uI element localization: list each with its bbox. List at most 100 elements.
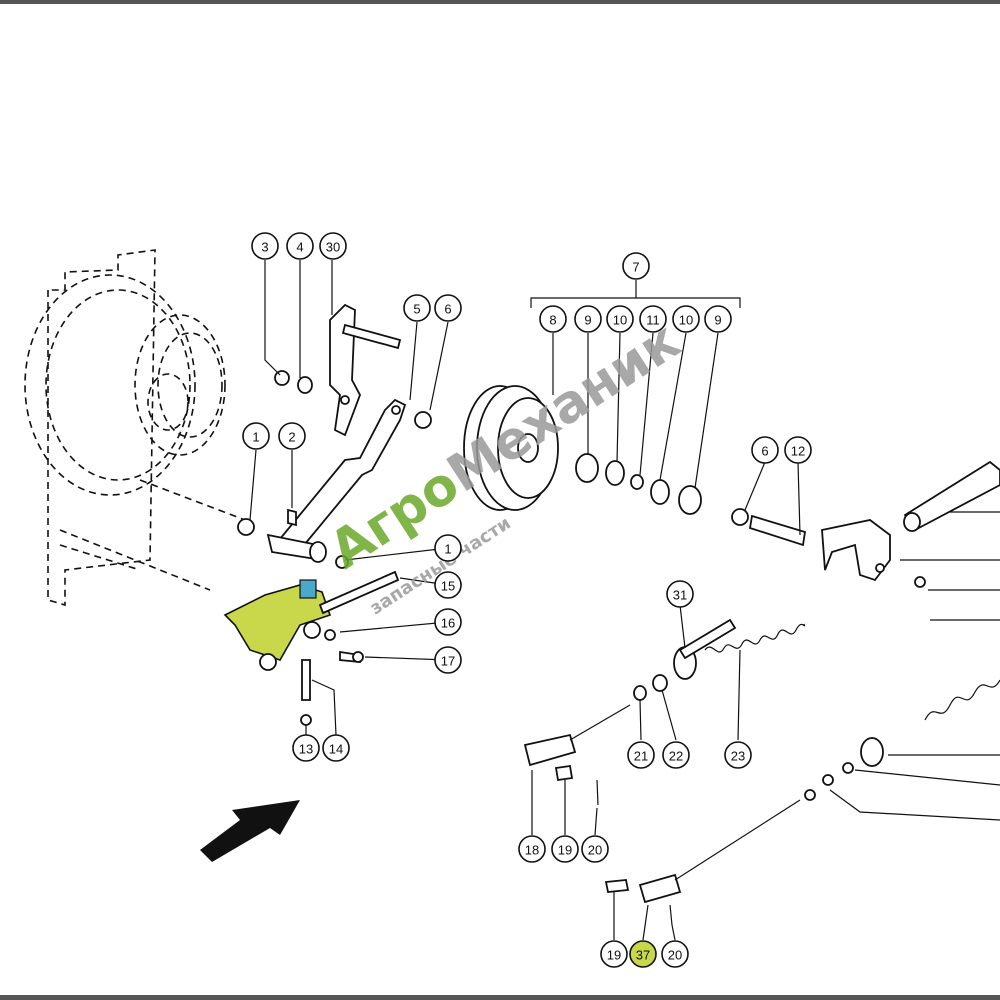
- callout-circle: [724, 741, 752, 769]
- callout-label: 4: [296, 240, 303, 255]
- callout-23: 23: [724, 741, 752, 769]
- callout-7: 7: [622, 252, 650, 280]
- callout-22: 22: [662, 741, 690, 769]
- callout-circle: [434, 571, 462, 599]
- callout-9: 9: [704, 305, 732, 333]
- callout-label: 16: [441, 616, 455, 631]
- threaded-rods: [523, 704, 801, 926]
- callout-circle: [751, 436, 779, 464]
- callout-circle: [434, 608, 462, 636]
- callout-circle: [551, 835, 579, 863]
- callout-18: 18: [518, 835, 546, 863]
- callout-circle: [629, 940, 657, 968]
- callout-label: 21: [634, 749, 648, 764]
- callout-8: 8: [539, 305, 567, 333]
- callout-circle: [574, 305, 602, 333]
- callout-circle: [581, 835, 609, 863]
- bracket-30: [329, 303, 402, 437]
- callout-label: 10: [613, 313, 627, 328]
- callout-circle: [627, 741, 655, 769]
- callout-12: 12: [784, 436, 812, 464]
- callout-20: 20: [661, 940, 689, 968]
- callout-label: 15: [441, 579, 455, 594]
- callout-label: 3: [261, 240, 268, 255]
- callout-37: 37: [629, 940, 657, 968]
- small-fasteners-left: [237, 370, 432, 726]
- sensor-bracket: [223, 533, 400, 671]
- callout-1: 1: [434, 534, 462, 562]
- callout-label: 7: [632, 260, 639, 275]
- highlighted-sensor: [223, 584, 332, 661]
- callout-label: 5: [413, 302, 420, 317]
- callout-10: 10: [606, 305, 634, 333]
- right-bracket: [821, 460, 1000, 621]
- callout-13: 13: [292, 734, 320, 762]
- callout-label: 6: [761, 444, 768, 459]
- callout-circle: [251, 232, 279, 260]
- callout-circle: [784, 436, 812, 464]
- callout-circle: [539, 305, 567, 333]
- callout-20: 20: [581, 835, 609, 863]
- callout-circle: [704, 305, 732, 333]
- callout-15: 15: [434, 571, 462, 599]
- spring-assembly: [633, 618, 806, 701]
- callout-label: 30: [326, 240, 340, 255]
- callout-label: 9: [714, 313, 721, 328]
- callout-6: 6: [751, 436, 779, 464]
- callout-label: 37: [636, 948, 650, 963]
- callout-6: 6: [434, 294, 462, 322]
- callout-label: 18: [525, 843, 539, 858]
- callout-circle: [666, 580, 694, 608]
- callout-5: 5: [403, 294, 431, 322]
- callout-9: 9: [574, 305, 602, 333]
- callout-circle: [278, 422, 306, 450]
- callout-circle: [319, 232, 347, 260]
- callout-30: 30: [319, 232, 347, 260]
- callout-circle: [622, 252, 650, 280]
- callout-3: 3: [251, 232, 279, 260]
- callout-circle: [639, 305, 667, 333]
- callout-circle: [292, 734, 320, 762]
- callout-circle: [434, 534, 462, 562]
- callout-label: 9: [584, 313, 591, 328]
- callout-label: 8: [549, 313, 556, 328]
- callout-label: 17: [441, 654, 455, 669]
- callout-label: 20: [588, 843, 602, 858]
- callout-circle: [434, 646, 462, 674]
- callout-label: 1: [252, 430, 259, 445]
- callout-31: 31: [666, 580, 694, 608]
- callout-label: 12: [791, 444, 805, 459]
- callout-circle: [672, 305, 700, 333]
- callout-label: 10: [679, 313, 693, 328]
- drum-housing: [24, 249, 246, 607]
- callout-label: 19: [558, 843, 572, 858]
- callout-circle: [662, 741, 690, 769]
- callout-circle: [600, 940, 628, 968]
- callout-circle: [606, 305, 634, 333]
- callout-11: 11: [639, 305, 667, 333]
- callout-circle: [242, 422, 270, 450]
- top-border: [0, 0, 1000, 4]
- callout-label: 1: [444, 542, 451, 557]
- callout-circle: [322, 734, 350, 762]
- lever-arm: [273, 398, 407, 551]
- callout-1: 1: [242, 422, 270, 450]
- callout-label: 2: [288, 430, 295, 445]
- callout-circle: [434, 294, 462, 322]
- direction-arrow-icon: [200, 800, 300, 862]
- callout-label: 31: [673, 588, 687, 603]
- callout-circle: [518, 835, 546, 863]
- callout-label: 20: [668, 948, 682, 963]
- callout-label: 19: [607, 948, 621, 963]
- callout-2: 2: [278, 422, 306, 450]
- callout-21: 21: [627, 741, 655, 769]
- bottom-border: [0, 995, 1000, 1000]
- pulley-assembly: [463, 385, 807, 547]
- callout-circle: [286, 232, 314, 260]
- callout-14: 14: [322, 734, 350, 762]
- callout-circle: [661, 940, 689, 968]
- leader-lines: [249, 260, 801, 941]
- callout-label: 11: [646, 313, 660, 328]
